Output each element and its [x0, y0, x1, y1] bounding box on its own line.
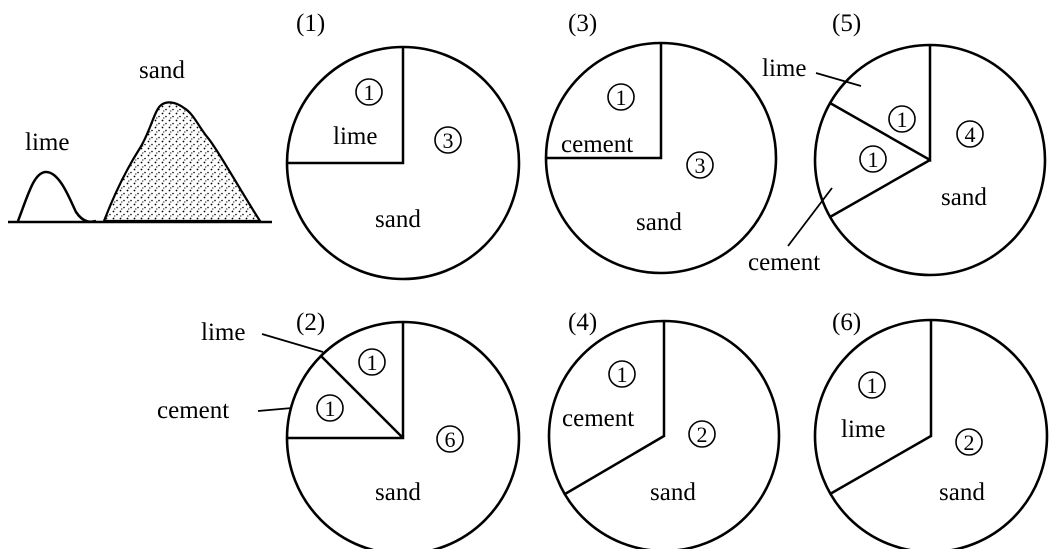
ratio-number: 4 [965, 122, 976, 147]
sector-label-cement: cement [561, 131, 633, 158]
cement-leader-line [258, 408, 292, 411]
sector-label-sand: sand [375, 206, 421, 233]
sector-label-lime: lime [333, 123, 377, 150]
cement-callout-label: cement [748, 249, 820, 276]
lime-pile-label: lime [25, 129, 69, 156]
ratio-number: 1 [367, 350, 378, 375]
ratio-number: 1 [617, 362, 628, 387]
lime-callout-label: lime [201, 319, 245, 346]
lime-callout-label: lime [762, 55, 806, 82]
diagram-caption: (3) [568, 10, 597, 37]
mix-diagram-3: (3) 1 cement 3 sand [546, 10, 776, 273]
sector-label-sand: sand [939, 479, 985, 506]
diagram-caption: (5) [832, 10, 861, 37]
ratio-number: 1 [364, 80, 375, 105]
sector-label-cement: cement [562, 405, 634, 432]
ratio-number: 1 [868, 147, 879, 172]
mix-diagram-6: (6) 1 lime 2 sand [815, 309, 1047, 549]
diagram-caption: (2) [296, 309, 325, 336]
ratio-number: 1 [325, 396, 336, 421]
lime-pile [18, 172, 96, 222]
ratio-number: 2 [964, 430, 975, 455]
cement-leader-line [788, 188, 832, 246]
cement-callout-label: cement [157, 397, 229, 424]
ratio-number: 3 [695, 153, 706, 178]
sector-label-lime: lime [841, 416, 885, 443]
diagram-caption: (1) [296, 10, 325, 37]
sector-label-sand: sand [650, 479, 696, 506]
ratio-number: 3 [443, 128, 454, 153]
ratio-number: 1 [867, 373, 878, 398]
sector-label-sand: sand [941, 184, 987, 211]
mix-diagram-5: (5) 1 lime 1 cement 4 sand [748, 10, 1045, 276]
mix-diagram-2: (2) 1 lime 1 cement 6 sand [157, 309, 519, 549]
ratio-number: 1 [616, 85, 627, 110]
material-piles: lime sand [8, 57, 272, 222]
ratio-number: 1 [897, 107, 908, 132]
sand-pile-label: sand [139, 57, 185, 84]
ratio-number: 2 [697, 422, 708, 447]
ratio-number: 6 [445, 427, 456, 452]
diagram-caption: (4) [568, 309, 597, 336]
sand-pile [104, 102, 260, 221]
lime-leader-line [262, 334, 323, 352]
sector-label-sand: sand [375, 479, 421, 506]
mix-diagram-1: (1) 1 lime 3 sand [287, 10, 519, 279]
mix-diagram-4: (4) 1 cement 2 sand [549, 309, 779, 549]
sector-label-sand: sand [636, 209, 682, 236]
diagram-caption: (6) [832, 309, 861, 336]
